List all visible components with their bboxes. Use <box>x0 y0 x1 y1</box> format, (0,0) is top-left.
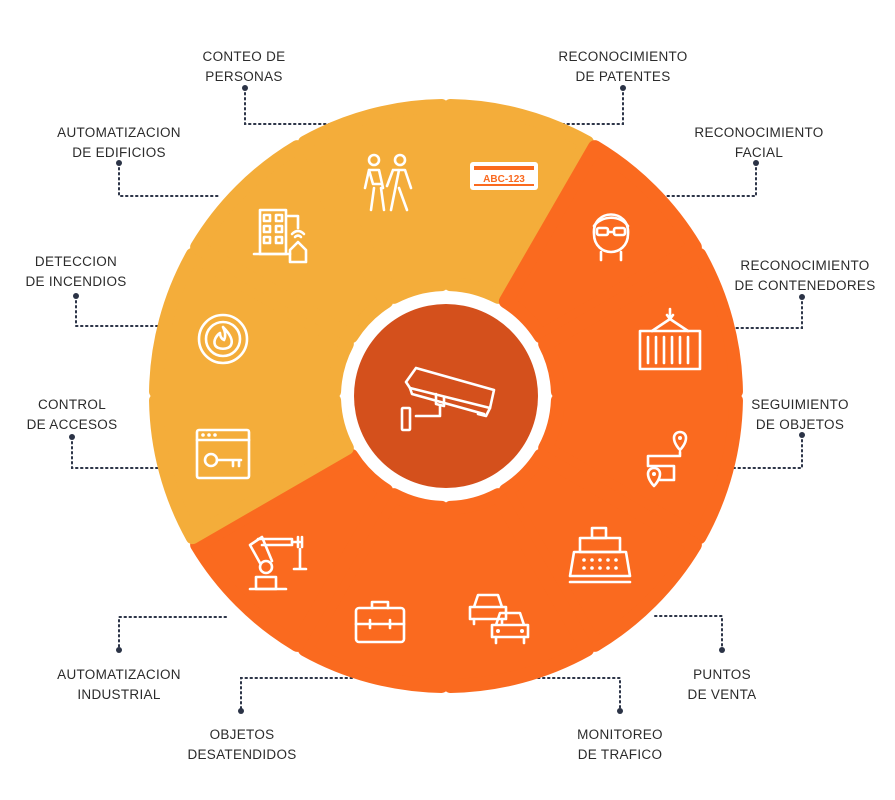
label-trafico-line1: MONITOREO <box>577 727 663 742</box>
briefcase-icon <box>354 600 406 644</box>
label-seguimiento-line1: SEGUIMIENTO <box>751 397 849 412</box>
plate-text: ABC-123 <box>483 174 525 185</box>
shipping-container-icon <box>638 307 702 371</box>
label-patentes-line2: DE PATENTES <box>575 69 671 84</box>
segment-venta <box>443 488 595 693</box>
label-incendios-line2: DE INCENDIOS <box>25 274 127 289</box>
label-venta: PUNTOS DE VENTA <box>670 665 774 705</box>
label-seguimiento-line2: DE OBJETOS <box>755 417 845 432</box>
label-trafico-line2: DE TRAFICO <box>577 747 663 762</box>
label-contenedores-line1: RECONOCIMIENTO <box>740 258 870 273</box>
label-venta-line1: PUNTOS <box>693 667 751 682</box>
label-objetos: OBJETOS DESATENDIDOS <box>180 725 304 765</box>
segment-seguimiento <box>498 448 702 652</box>
connector-conteo <box>242 85 351 125</box>
segment-conteo <box>443 99 595 304</box>
connector-industrial <box>116 616 227 653</box>
cctv-camera-icon <box>400 366 496 432</box>
label-edificios-line2: DE EDIFICIOS <box>72 145 166 160</box>
label-accesos: CONTROL DE ACCESOS <box>18 395 126 435</box>
label-facial-line2: FACIAL <box>734 145 784 160</box>
label-objetos-line2: DESATENDIDOS <box>187 747 297 762</box>
segment-patentes <box>498 140 702 344</box>
segment-objetos <box>190 448 394 652</box>
fire-icon <box>197 313 249 365</box>
robot-arm-icon <box>248 535 308 591</box>
cash-register-icon <box>568 526 632 584</box>
label-patentes-line1: RECONOCIMIENTO <box>558 49 688 64</box>
cars-icon <box>468 593 530 645</box>
label-edificios-line1: AUTOMATIZACION <box>57 125 181 140</box>
segment-trafico <box>297 488 449 693</box>
connector-trafico <box>522 677 623 714</box>
label-industrial-line1: AUTOMATIZACION <box>57 667 181 682</box>
connector-accesos <box>69 434 159 469</box>
label-conteo-line2: PERSONAS <box>205 69 283 84</box>
license-plate-icon: ABC-123 <box>470 162 538 190</box>
route-pin-icon <box>646 430 688 488</box>
label-incendios: DETECCION DE INCENDIOS <box>12 252 140 292</box>
smart-building-icon <box>252 208 308 264</box>
label-conteo: CONTEO DE PERSONAS <box>188 47 300 87</box>
connector-incendios <box>73 293 163 327</box>
label-accesos-line2: DE ACCESOS <box>26 417 118 432</box>
connector-seguimiento <box>732 432 805 469</box>
connector-edificios <box>116 160 221 197</box>
connector-venta <box>654 615 725 653</box>
label-accesos-line1: CONTROL <box>37 397 107 412</box>
label-facial-line1: RECONOCIMIENTO <box>694 125 824 140</box>
label-conteo-line1: CONTEO DE <box>202 49 286 64</box>
label-industrial: AUTOMATIZACION INDUSTRIAL <box>44 665 194 705</box>
segment-incendios <box>190 140 394 344</box>
label-trafico: MONITOREO DE TRAFICO <box>560 725 680 765</box>
label-seguimiento: SEGUIMIENTO DE OBJETOS <box>736 395 864 435</box>
segment-contenedores <box>538 393 743 545</box>
connector-objetos <box>238 677 353 714</box>
key-window-icon <box>195 428 251 480</box>
face-icon <box>592 213 630 262</box>
label-edificios: AUTOMATIZACION DE EDIFICIOS <box>44 123 194 163</box>
label-objetos-line1: OBJETOS <box>209 727 275 742</box>
label-contenedores: RECONOCIMIENTO DE CONTENEDORES <box>722 256 888 296</box>
connectors <box>69 85 805 714</box>
people-walking-icon <box>363 153 413 212</box>
label-patentes: RECONOCIMIENTO DE PATENTES <box>548 47 698 87</box>
label-venta-line2: DE VENTA <box>687 687 757 702</box>
segment-accesos <box>149 247 354 399</box>
connector-contenedores <box>731 294 805 329</box>
label-industrial-line2: INDUSTRIAL <box>77 687 161 702</box>
connector-facial <box>657 160 759 197</box>
label-facial: RECONOCIMIENTO FACIAL <box>684 123 834 163</box>
label-contenedores-line2: DE CONTENEDORES <box>734 278 876 293</box>
label-incendios-line1: DETECCION <box>34 254 118 269</box>
